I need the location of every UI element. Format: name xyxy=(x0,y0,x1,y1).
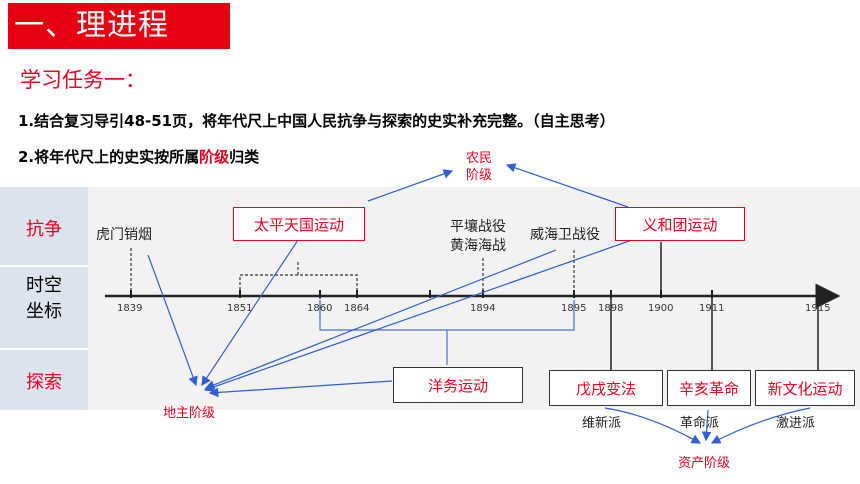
class-peasant-line2: 阶级 xyxy=(466,168,493,183)
year-label: 1851 xyxy=(227,303,253,314)
arrow-boxer-to-peasant xyxy=(505,163,629,208)
class-landlord: 地主阶级 xyxy=(163,406,216,421)
class-bourgeois: 资产阶级 xyxy=(678,456,731,471)
box-westernization: 洋务运动 xyxy=(393,367,523,403)
faction-revolution: 革命派 xyxy=(680,416,720,431)
arrow-weihaiwei-to-landlord xyxy=(204,249,557,390)
year-label: 1860 xyxy=(307,303,333,314)
year-label: 1895 xyxy=(561,303,587,314)
year-label: 1915 xyxy=(805,303,831,314)
box-xinhai: 辛亥革命 xyxy=(667,370,751,406)
row-label-exploration: 探索 xyxy=(26,372,62,393)
arrow-newculture-to-bourgeois xyxy=(710,407,811,444)
box-reform-1898: 戊戌变法 xyxy=(549,370,663,406)
box-new-culture: 新文化运动 xyxy=(755,370,855,406)
row-label-timespace-1: 时空 xyxy=(26,275,62,296)
arrow-xinhai-to-bourgeois xyxy=(701,409,712,442)
arrow-taiping-to-landlord xyxy=(201,239,299,387)
row-label-column xyxy=(0,187,88,410)
year-label: 1898 xyxy=(598,303,624,314)
task-heading: 学习任务一： xyxy=(20,68,146,92)
class-peasant: 农民 阶级 xyxy=(466,150,492,184)
instruction-2-highlight: 阶级 xyxy=(199,148,230,166)
event-humen: 虎门销烟 xyxy=(96,227,152,243)
event-yellow-sea: 黄海海战 xyxy=(450,238,506,254)
box-boxer: 义和团运动 xyxy=(615,207,745,241)
arrow-westernization-to-landlord xyxy=(208,380,393,398)
row-label-timespace-2: 坐标 xyxy=(26,301,62,322)
faction-radical: 激进派 xyxy=(776,416,816,431)
box-taiping: 太平天国运动 xyxy=(233,207,365,241)
row-label-struggle: 抗争 xyxy=(26,219,62,240)
instruction-1: 1.结合复习导引48-51页，将年代尺上中国人民抗争与探索的史实补充完整。（自主… xyxy=(18,112,615,130)
year-label: 1900 xyxy=(648,303,674,314)
section-title: 一、理进程 xyxy=(8,3,230,49)
class-peasant-line1: 农民 xyxy=(466,151,493,166)
year-label: 1839 xyxy=(117,303,143,314)
arrow-taiping-to-peasant xyxy=(367,169,454,202)
year-label: 1894 xyxy=(470,303,496,314)
taiping-bracket xyxy=(239,274,358,290)
row-divider xyxy=(0,265,88,267)
row-divider xyxy=(0,348,88,350)
year-label: 1911 xyxy=(699,303,725,314)
faction-reform: 维新派 xyxy=(582,416,622,431)
event-pingrang: 平壤战役 xyxy=(450,219,506,235)
instruction-2: 2.将年代尺上的史实按所属阶级归类 xyxy=(18,146,259,167)
arrow-humen-to-landlord xyxy=(147,254,198,387)
instruction-2-text: 2.将年代尺上的史实按所属 xyxy=(18,148,200,166)
instruction-2-tail: 归类 xyxy=(229,148,260,166)
arrow-boxer-to-landlord xyxy=(203,239,633,392)
year-label: 1864 xyxy=(344,303,370,314)
year-ticks xyxy=(130,290,819,298)
arrow-reform-to-bourgeois xyxy=(604,407,702,444)
event-weihaiwei: 威海卫战役 xyxy=(530,227,600,243)
